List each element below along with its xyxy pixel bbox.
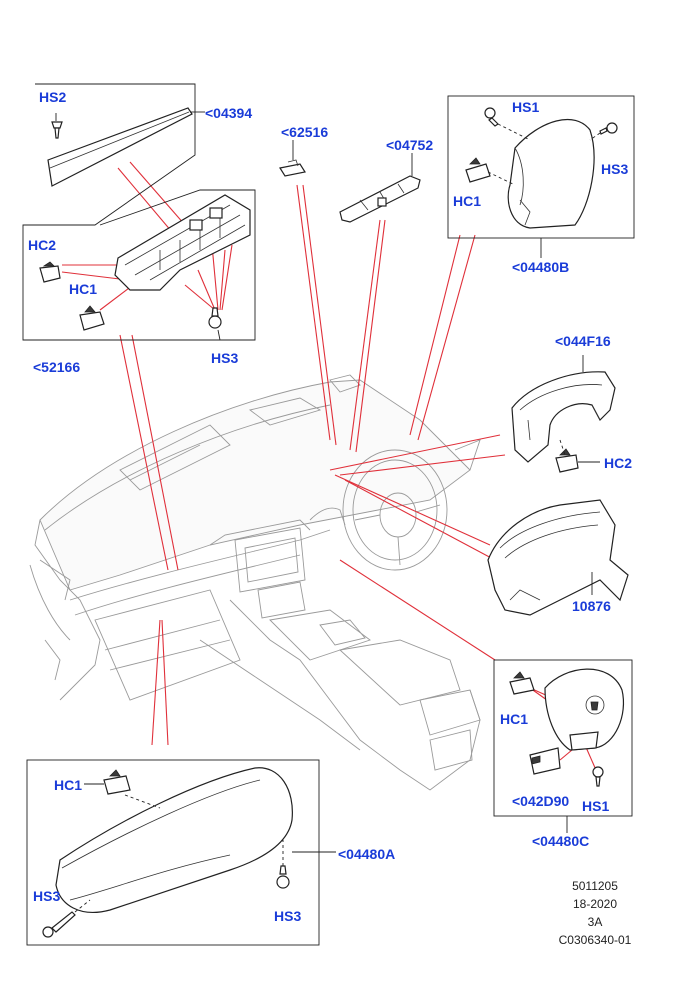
reference-line: 18-2020 (572, 897, 618, 911)
callout-04394: <04394 (205, 105, 253, 121)
trim-strip-04394 (47, 107, 193, 187)
callout-hc1: HC1 (69, 281, 98, 297)
reference-line: 3A (587, 915, 603, 929)
airbag-cover-04480a-box (26, 759, 336, 946)
callout-042d90: <042D90 (512, 793, 570, 809)
hc2-clip-icon (555, 448, 579, 473)
hs3-screw-icon (599, 122, 618, 135)
hc1-clip-icon (79, 305, 105, 331)
hs3-screw-icon (276, 865, 290, 889)
hs3-screw-icon (42, 911, 76, 938)
callout-hs3: HS3 (601, 161, 629, 177)
glovebox-bracket-52166 (114, 194, 251, 291)
trim-panel-group-box (22, 83, 256, 341)
callout-hc2: HC2 (604, 455, 633, 471)
reference-line: 5011205 (572, 879, 618, 893)
callout-hs1: HS1 (512, 99, 540, 115)
callout-044f16: <044F16 (555, 333, 611, 349)
callout-04480b: <04480B (512, 259, 570, 275)
hc1-clip-icon (103, 769, 131, 795)
hc2-clip-icon (39, 261, 61, 283)
hc1-clip-icon (509, 671, 535, 695)
callout-hc1: HC1 (54, 777, 83, 793)
dashboard-outline (29, 374, 481, 791)
callout-62516: <62516 (281, 124, 329, 140)
hs1-screw-icon (484, 107, 499, 127)
callout-hs2: HS2 (39, 89, 67, 105)
instrument-cluster-10876 (487, 499, 629, 616)
hs2-screw-icon (51, 121, 63, 139)
callout-52166: <52166 (33, 359, 81, 375)
callout-04480c: <04480C (532, 833, 590, 849)
connector-042d90 (529, 747, 561, 775)
callout-hc1: HC1 (453, 193, 482, 209)
leader-lines (61, 161, 597, 771)
bracket-04752 (339, 153, 421, 223)
reference-line: C0306340-01 (558, 933, 632, 947)
callout-hs1: HS1 (582, 798, 610, 814)
callout-10876: 10876 (572, 598, 611, 614)
callout-hs3: HS3 (274, 908, 302, 924)
reference-block: 5011205 18-2020 3A C0306340-01 (550, 879, 640, 948)
callout-hc1: HC1 (500, 711, 529, 727)
clip-62516 (279, 140, 306, 177)
hs1-screw-icon (592, 766, 604, 787)
instrument-surround-044f16 (511, 355, 616, 473)
callout-04752: <04752 (386, 137, 434, 153)
hs3-screw-icon (208, 307, 222, 329)
callout-hs3: HS3 (33, 888, 61, 904)
callout-hc2: HC2 (28, 237, 57, 253)
callout-hs3: HS3 (211, 350, 239, 366)
airbag-cover-04480b-box (447, 95, 635, 258)
callout-04480a: <04480A (338, 846, 396, 862)
airbag-cover-04480c-box (493, 659, 633, 833)
hc1-clip-icon (465, 157, 491, 183)
